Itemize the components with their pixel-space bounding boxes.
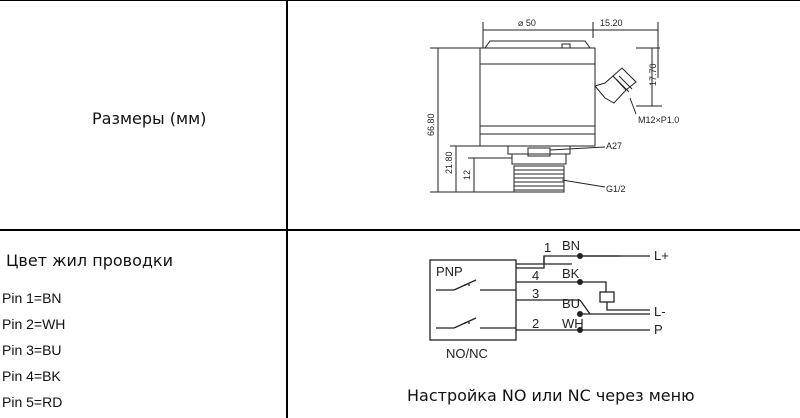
wire-num-2: 2 [532,316,539,331]
dim-66-80: 66.80 [426,113,436,136]
pin-4: Pin 4=BK [2,368,61,384]
wiring-caption: Настройка NO или NC через меню [407,386,695,405]
wiring-diagram: PNP NO/NC 1 4 3 2 BN BK BU WH L+ L- P [429,238,669,361]
wire-bn: BN [562,238,580,253]
nonc-label: NO/NC [446,346,488,361]
dim-m12: M12×P1.0 [638,115,679,125]
dimensions-label: Размеры (мм) [92,109,207,128]
column-divider [286,0,288,418]
wire-num-4: 4 [532,268,539,283]
wire-bu: BU [562,296,580,311]
wire-wh: WH [562,316,584,331]
terminal-l-minus: L- [654,304,666,319]
dim-21-80: 21.80 [444,151,454,174]
pin-5: Pin 5=RD [2,394,63,410]
terminal-l-plus: L+ [654,248,669,263]
row-divider [0,229,800,231]
dim-12: 12 [462,170,472,180]
dimension-drawing: ⌀ 50 15.20 17.70 66.80 21.80 12 A27 M12×… [426,18,679,194]
terminal-p: P [654,322,663,337]
dim-15-20: 15.20 [600,18,623,28]
wire-color-title: Цвет жил проводки [6,251,173,270]
dim-g12: G1/2 [606,184,626,194]
pnp-label: PNP [436,264,463,279]
dim-17-70: 17.70 [648,63,658,86]
dim-a27: A27 [606,141,622,151]
pin-1: Pin 1=BN [2,290,62,306]
wire-num-1: 1 [544,240,551,255]
dim-diameter-50: ⌀ 50 [518,18,536,28]
wire-bk: BK [562,266,580,281]
pin-3: Pin 3=BU [2,342,62,358]
top-border [0,0,800,1]
pin-2: Pin 2=WH [2,316,66,332]
wire-num-3: 3 [532,286,539,301]
